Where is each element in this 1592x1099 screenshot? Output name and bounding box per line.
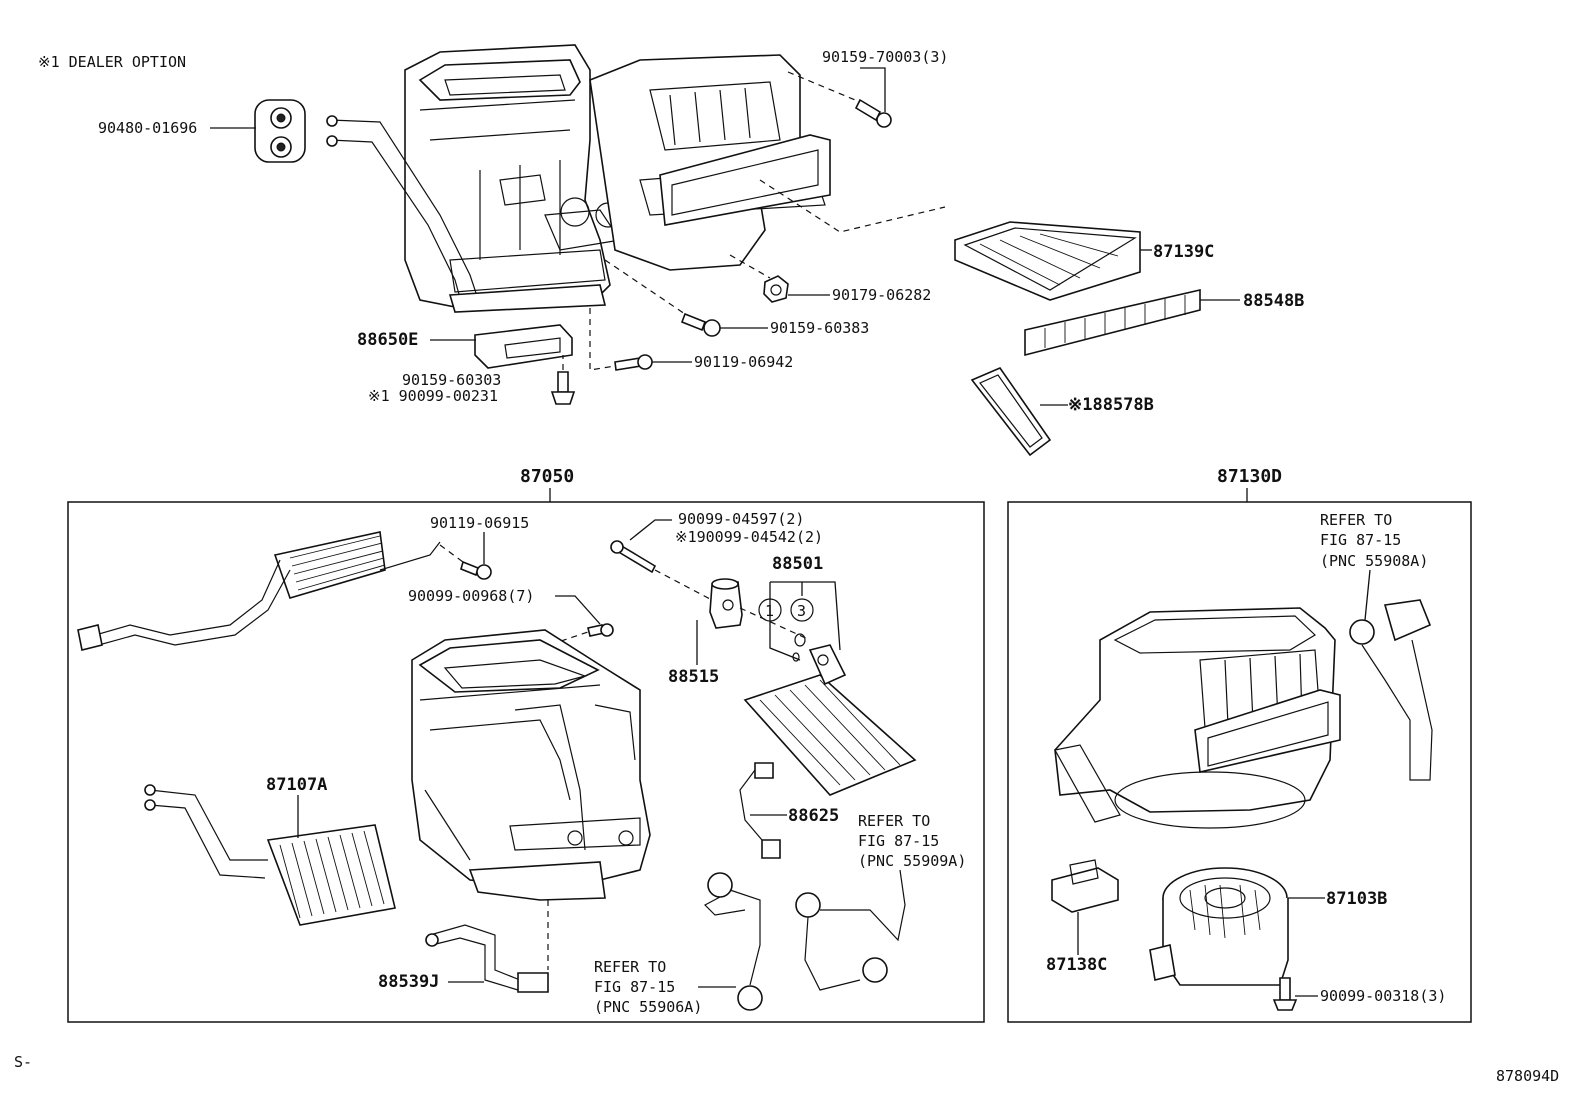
duct-88539j (425, 924, 549, 993)
label-87050: 87050 (520, 466, 574, 487)
label-88625: 88625 (788, 806, 839, 826)
o-ring (794, 633, 806, 647)
bolt-90159-60383 (680, 312, 721, 337)
label-87107a: 87107A (266, 775, 327, 795)
screw-90099-00968 (587, 623, 614, 637)
box-87050 (67, 501, 985, 1023)
dash-90119-06942 (589, 308, 616, 371)
evaporator (743, 644, 917, 796)
refer-55909a-line3: (PNC 55909A) (858, 852, 966, 870)
heater-core-top (77, 531, 441, 651)
label-88578b: ※188578B (1068, 395, 1154, 415)
leader-90099-04597 (629, 519, 672, 541)
label-87103b: 87103B (1326, 889, 1387, 909)
leader-90099-00968 (555, 595, 601, 625)
filter-87139c (954, 221, 1141, 301)
bolt-90159-70003 (854, 98, 892, 128)
dash-90159-60383 (604, 259, 686, 315)
leader-88501-right (770, 581, 841, 651)
refer-55909a-line1: REFER TO (858, 812, 930, 830)
label-90119-06915: 90119-06915 (430, 514, 529, 532)
dash-90179-06282 (729, 254, 771, 279)
label-90099-00231: ※1 90099-00231 (368, 387, 498, 405)
label-88548b: 88548B (1243, 291, 1304, 311)
label-90480-01696: 90480-01696 (98, 119, 197, 137)
assembled-ac-unit (326, 44, 831, 313)
dash-90119-06915 (439, 544, 464, 563)
label-90179-06282: 90179-06282 (832, 286, 931, 304)
dash-90099-00968 (539, 631, 589, 649)
refer-55906a-line2: FIG 87-15 (594, 978, 675, 996)
heater-housing (411, 629, 651, 901)
leader-88501 (769, 582, 801, 661)
dash-filter (759, 179, 946, 233)
label-88650e: 88650E (357, 330, 418, 350)
screw-90099-00318 (1272, 977, 1298, 1011)
refer-55908a-line3: (PNC 55908A) (1320, 552, 1428, 570)
sheet-prefix: S- (14, 1053, 32, 1071)
expansion-valve-88515 (709, 578, 743, 629)
blower-motor-87103b (1149, 867, 1289, 986)
label-88515: 88515 (668, 667, 719, 687)
refer-55906a-line1: REFER TO (594, 958, 666, 976)
label-90119-06942: 90119-06942 (694, 353, 793, 371)
label-90099-04542: ※190099-04542(2) (675, 528, 823, 546)
refer-55908a-line1: REFER TO (1320, 511, 1392, 529)
box-87130d (1007, 501, 1472, 1023)
label-90099-00318: 90099-00318(3) (1320, 987, 1446, 1005)
label-88539j: 88539J (378, 972, 439, 992)
figure-id: 878094D (1496, 1067, 1559, 1085)
seal-88578b (970, 367, 1052, 457)
dash-90099-04597 (654, 569, 713, 601)
blower-unit (1054, 607, 1341, 829)
bolt-90119-06915 (460, 560, 492, 580)
screw-90159-60303 (550, 371, 576, 405)
label-90159-70003: 90159-70003(3) (822, 48, 948, 66)
sensor-88625 (739, 762, 781, 859)
grommet-part (254, 99, 306, 163)
refer-55909a-line2: FIG 87-15 (858, 832, 939, 850)
dash-90159-70003 (787, 71, 861, 103)
resistor-87138c (1051, 859, 1119, 913)
label-90159-60383: 90159-60383 (770, 319, 869, 337)
label-88501: 88501 (772, 554, 823, 574)
dealer-option-note: ※1 DEALER OPTION (38, 53, 186, 71)
bolt-90099-04597 (610, 540, 657, 574)
servo-motor-wires (704, 869, 906, 1011)
label-87130d: 87130D (1217, 466, 1282, 487)
circle-3-marker (790, 598, 814, 622)
label-87138c: 87138C (1046, 955, 1107, 975)
servo-55908a (1349, 599, 1433, 781)
heater-core-87107a (144, 784, 396, 926)
circle-1-label: 1 (765, 602, 774, 620)
leader-90159-70003 (860, 67, 886, 112)
nut-90179-06282 (763, 275, 789, 303)
bolt-90119-06942 (614, 354, 653, 371)
o-ring-small (792, 652, 800, 662)
filter-frame-88548b (1024, 288, 1201, 357)
leader-55908a (1364, 569, 1371, 621)
label-90159-60303: 90159-60303 (402, 371, 501, 389)
circle-1-marker (758, 598, 782, 622)
refer-55906a-line3: (PNC 55906A) (594, 998, 702, 1016)
circle-3-label: 3 (797, 602, 806, 620)
label-90099-04597: 90099-04597(2) (678, 510, 804, 528)
label-90099-00968: 90099-00968(7) (408, 587, 534, 605)
refer-55908a-line2: FIG 87-15 (1320, 531, 1401, 549)
module-88650e (474, 324, 573, 369)
dash-88515 (739, 607, 811, 641)
label-87139c: 87139C (1153, 242, 1214, 262)
